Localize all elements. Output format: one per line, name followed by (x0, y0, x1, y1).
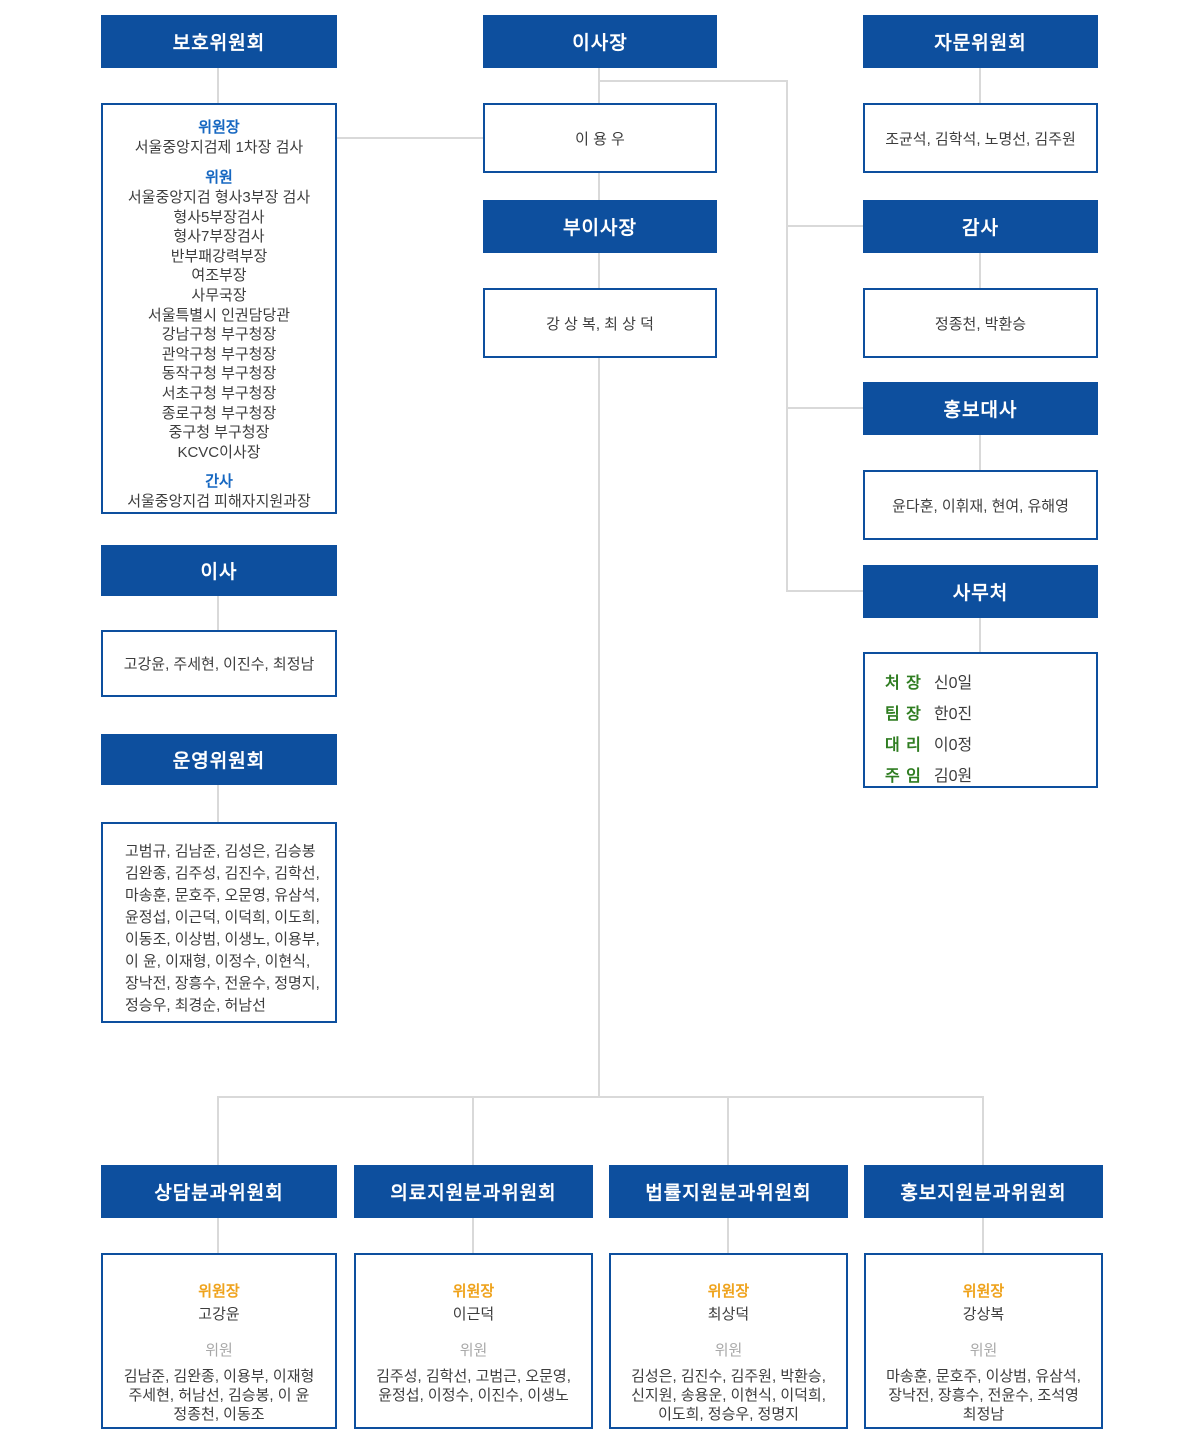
chairman-name: 이 용 우 (575, 130, 625, 148)
secretariat-header: 사무처 (863, 565, 1098, 618)
subcommittee-pr-box: 위원장 강상복 위원 마송훈, 문호주, 이상범, 유삼석, 장낙전, 장흥수,… (864, 1253, 1103, 1429)
subcommittee-legal-header: 법률지원분과위원회 (609, 1165, 848, 1218)
connector-protection-hdr-box (217, 68, 219, 103)
subcommittee-counsel-header: 상담분과위원회 (101, 1165, 337, 1218)
staff-name: 이0정 (933, 737, 973, 754)
connector-drop-sub4 (982, 1096, 984, 1165)
sub-chair-name: 최상덕 (707, 1306, 750, 1323)
pr-ambassador-header: 홍보대사 (863, 382, 1098, 435)
directors-names: 고강윤, 주세현, 이진수, 최정남 (123, 656, 315, 673)
sub-chair-label: 위원장 (452, 1283, 495, 1300)
steering-committee-box: 고범규, 김남준, 김성은, 김승봉 김완종, 김주성, 김진수, 김학선, 마… (101, 822, 337, 1023)
sub-members-label: 위원 (205, 1342, 233, 1359)
sub-chair-name: 이근덕 (452, 1306, 495, 1323)
subcommittee-legal-box: 위원장 최상덕 위원 김성은, 김진수, 김주원, 박환승, 신지원, 송용운,… (609, 1253, 848, 1429)
connector-drop-sub1 (217, 1096, 219, 1165)
sub-chair-name: 고강윤 (198, 1306, 240, 1323)
protection-committee-box: 위원장 서울중앙지검제 1차장 검사 위원 서울중앙지검 형사3부장 검사 형사… (101, 103, 337, 514)
staff-role: 처 장 (885, 675, 922, 692)
pr-ambassador-members: 윤다훈, 이휘재, 현여, 유해영 (892, 497, 1069, 515)
audit-box: 정종천, 박환승 (863, 288, 1098, 358)
staff-row: 주 임 김0원 (885, 761, 1086, 792)
connector-secretariat-hdr-box (979, 618, 981, 652)
chairman-box: 이 용 우 (483, 103, 717, 173)
connector-vice-down (598, 253, 600, 288)
connector-bottom-h (217, 1096, 984, 1098)
sub-members-list: 김성은, 김진수, 김주원, 박환승, 신지원, 송용운, 이현식, 이덕희, … (631, 1368, 826, 1423)
sub-members-list: 김주성, 김학선, 고범근, 오문영, 윤정섭, 이정수, 이진수, 이생노 (376, 1368, 571, 1404)
connector-drop-sub2 (472, 1096, 474, 1165)
connector-sub2-hdr-box (472, 1218, 474, 1253)
protection-committee-header: 보호위원회 (101, 15, 337, 68)
vice-chairman-header: 부이사장 (483, 200, 717, 253)
secretary-label: 간사 (205, 473, 233, 491)
connector-drop-sub3 (727, 1096, 729, 1165)
subcommittee-pr-header: 홍보지원분과위원회 (864, 1165, 1103, 1218)
chair-label: 위원장 (198, 119, 240, 136)
connector-advisory-hdr-box (979, 68, 981, 103)
connector-sub1-hdr-box (217, 1218, 219, 1253)
audit-members: 정종천, 박환승 (934, 315, 1027, 333)
sub-chair-label: 위원장 (198, 1283, 240, 1300)
sub-members-label: 위원 (714, 1342, 743, 1359)
staff-name: 신0일 (933, 675, 973, 692)
connector-chairman-down-2 (598, 173, 600, 200)
sub-chair-label: 위원장 (962, 1283, 1005, 1300)
subcommittee-counsel-box: 위원장 고강윤 위원 김남준, 김완종, 이용부, 이재형 주세현, 허남선, … (101, 1253, 337, 1429)
steering-committee-header: 운영위원회 (101, 734, 337, 785)
pr-ambassador-box: 윤다훈, 이휘재, 현여, 유해영 (863, 470, 1098, 540)
secretary-value: 서울중앙지검 피해자지원과장 (127, 493, 311, 511)
directors-header: 이사 (101, 545, 337, 596)
connector-chairman-down-1 (598, 68, 600, 103)
advisory-members: 조균석, 김학석, 노명선, 김주원 (885, 130, 1076, 148)
staff-row: 팀 장 한0진 (885, 699, 1086, 730)
sub-members-list: 마송훈, 문호주, 이상범, 유삼석, 장낙전, 장흥수, 전윤수, 조석영 최… (886, 1368, 1081, 1423)
sub-members-label: 위원 (969, 1342, 998, 1359)
connector-top-right-h (598, 80, 788, 82)
connector-right-trunk (786, 80, 788, 592)
connector-audit-hdr-box (979, 253, 981, 288)
connector-to-pr (786, 407, 863, 409)
connector-pr-hdr-box (979, 435, 981, 470)
advisory-committee-header: 자문위원회 (863, 15, 1098, 68)
chair-value: 서울중앙지검제 1차장 검사 (134, 139, 304, 156)
steering-members: 고범규, 김남준, 김성은, 김승봉 김완종, 김주성, 김진수, 김학선, 마… (125, 843, 320, 1014)
connector-to-audit (786, 225, 863, 227)
connector-to-secretariat (786, 590, 863, 592)
staff-name: 김0원 (933, 768, 973, 785)
subcommittee-medical-box: 위원장 이근덕 위원 김주성, 김학선, 고범근, 오문영, 윤정섭, 이정수,… (354, 1253, 593, 1429)
members-label: 위원 (205, 169, 233, 186)
staff-name: 한0진 (933, 706, 973, 723)
connector-sub4-hdr-box (982, 1218, 984, 1253)
secretariat-box: 처 장 신0일 팀 장 한0진 대 리 이0정 주 임 김0원 (863, 652, 1098, 788)
staff-role: 주 임 (885, 768, 922, 785)
sub-members-label: 위원 (459, 1342, 488, 1359)
advisory-committee-box: 조균석, 김학석, 노명선, 김주원 (863, 103, 1098, 173)
connector-steering-hdr-box (217, 785, 219, 822)
connector-sub3-hdr-box (727, 1218, 729, 1253)
vice-chairman-box: 강 상 복, 최 상 덕 (483, 288, 717, 358)
audit-header: 감사 (863, 200, 1098, 253)
connector-directors-hdr-box (217, 596, 219, 630)
directors-box: 고강윤, 주세현, 이진수, 최정남 (101, 630, 337, 697)
vice-chairman-names: 강 상 복, 최 상 덕 (546, 315, 654, 333)
sub-chair-name: 강상복 (962, 1306, 1005, 1323)
connector-center-trunk (598, 358, 600, 1098)
sub-chair-label: 위원장 (707, 1283, 750, 1300)
chairman-header: 이사장 (483, 15, 717, 68)
subcommittee-medical-header: 의료지원분과위원회 (354, 1165, 593, 1218)
sub-members-list: 김남준, 김완종, 이용부, 이재형 주세현, 허남선, 김승봉, 이 윤 정종… (123, 1368, 315, 1423)
staff-role: 대 리 (885, 737, 922, 754)
members-list: 서울중앙지검 형사3부장 검사 형사5부장검사 형사7부장검사 반부패강력부장 … (127, 189, 311, 461)
staff-row: 대 리 이0정 (885, 730, 1086, 761)
staff-role: 팀 장 (885, 706, 922, 723)
staff-row: 처 장 신0일 (885, 668, 1086, 699)
connector-protection-to-chairman (337, 137, 483, 139)
